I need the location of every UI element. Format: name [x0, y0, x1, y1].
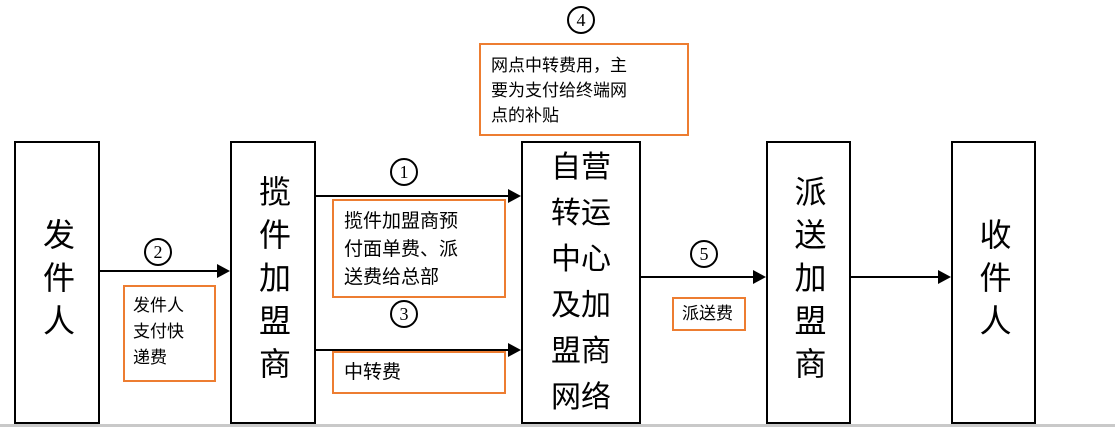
flow-node-transit-network: 自营转运中心及加盟商网络 [521, 141, 641, 424]
flow-node-sender: 发件人 [14, 141, 100, 424]
arrow-transit-to-delivery [641, 270, 766, 284]
flow-node-sender-label: 发件人 [39, 218, 75, 347]
flow-node-transit-network-label: 自营转运中心及加盟商网络 [551, 150, 611, 414]
note-pickup-franchisee-prepay: 揽件加盟商预付面单费、派送费给总部 [332, 199, 506, 298]
step-badge-2: 2 [144, 238, 172, 266]
note-delivery-fee: 派送费 [672, 297, 746, 331]
bottom-divider [0, 424, 1115, 427]
note-sender-pays-express-fee-text: 发件人支付快递费 [133, 296, 184, 367]
flow-node-delivery-franchisee: 派送加盟商 [766, 141, 851, 424]
arrow-sender-to-pickup [100, 264, 230, 278]
note-transfer-fee: 中转费 [332, 351, 506, 394]
flow-node-delivery-franchisee-label: 派送加盟商 [790, 175, 827, 390]
note-network-transfer-cost: 网点中转费用，主要为支付给终端网点的补贴 [479, 43, 689, 136]
note-transfer-fee-text: 中转费 [344, 362, 402, 383]
flow-node-pickup-franchisee-label: 揽件加盟商 [255, 175, 291, 390]
note-network-transfer-cost-text: 网点中转费用，主要为支付给终端网点的补贴 [491, 56, 627, 125]
step-badge-4: 4 [567, 6, 595, 34]
arrow-delivery-to-recipient [851, 270, 951, 284]
note-pickup-franchisee-prepay-text: 揽件加盟商预付面单费、派送费给总部 [344, 211, 459, 288]
flow-node-recipient-label: 收件人 [975, 218, 1012, 347]
arrow-pickup-to-transit-upper [316, 189, 521, 203]
step-badge-3: 3 [390, 300, 418, 328]
step-badge-1: 1 [390, 158, 418, 186]
arrow-pickup-to-transit-lower [316, 343, 521, 357]
note-sender-pays-express-fee: 发件人支付快递费 [123, 285, 216, 382]
note-delivery-fee-text: 派送费 [682, 304, 733, 323]
flow-node-recipient: 收件人 [951, 141, 1036, 424]
flow-node-pickup-franchisee: 揽件加盟商 [230, 141, 316, 424]
step-badge-5: 5 [690, 240, 718, 268]
